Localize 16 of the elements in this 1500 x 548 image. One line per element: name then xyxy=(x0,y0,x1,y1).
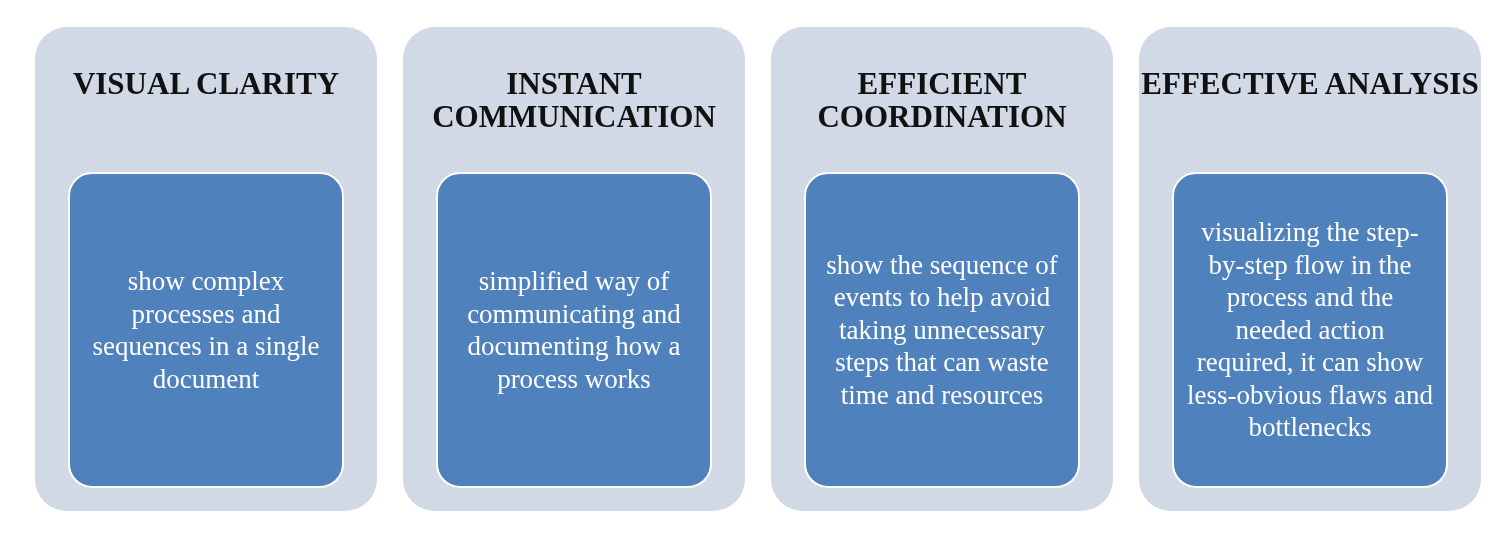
description-box xyxy=(1172,172,1448,488)
description-box xyxy=(68,172,344,488)
panel-heading: EFFECTIVE ANALYSIS xyxy=(1140,67,1480,100)
description-box xyxy=(436,172,712,488)
description-box xyxy=(804,172,1080,488)
category-panel xyxy=(35,27,377,511)
description-text: show the sequence of events to help avoid taking unnecessary steps that can waste time and resources xyxy=(825,248,1059,412)
panel-heading: VISUAL CLARITY xyxy=(71,67,341,100)
panel-heading: EFFICIENT COORDINATION xyxy=(816,67,1068,133)
description-text: visualizing the step-by-step flow in the process and the needed action required, it can show less-obvious flaws and bottlenecks xyxy=(1186,216,1434,444)
category-panel xyxy=(771,27,1113,511)
description-text: simplified way of communicating and documenting how a process works xyxy=(466,265,682,395)
category-panel xyxy=(403,27,745,511)
category-panel xyxy=(1139,27,1481,511)
panel-heading: INSTANT COMMUNICATION xyxy=(431,67,717,133)
description-text: show complex processes and sequences in a single document xyxy=(91,265,321,395)
